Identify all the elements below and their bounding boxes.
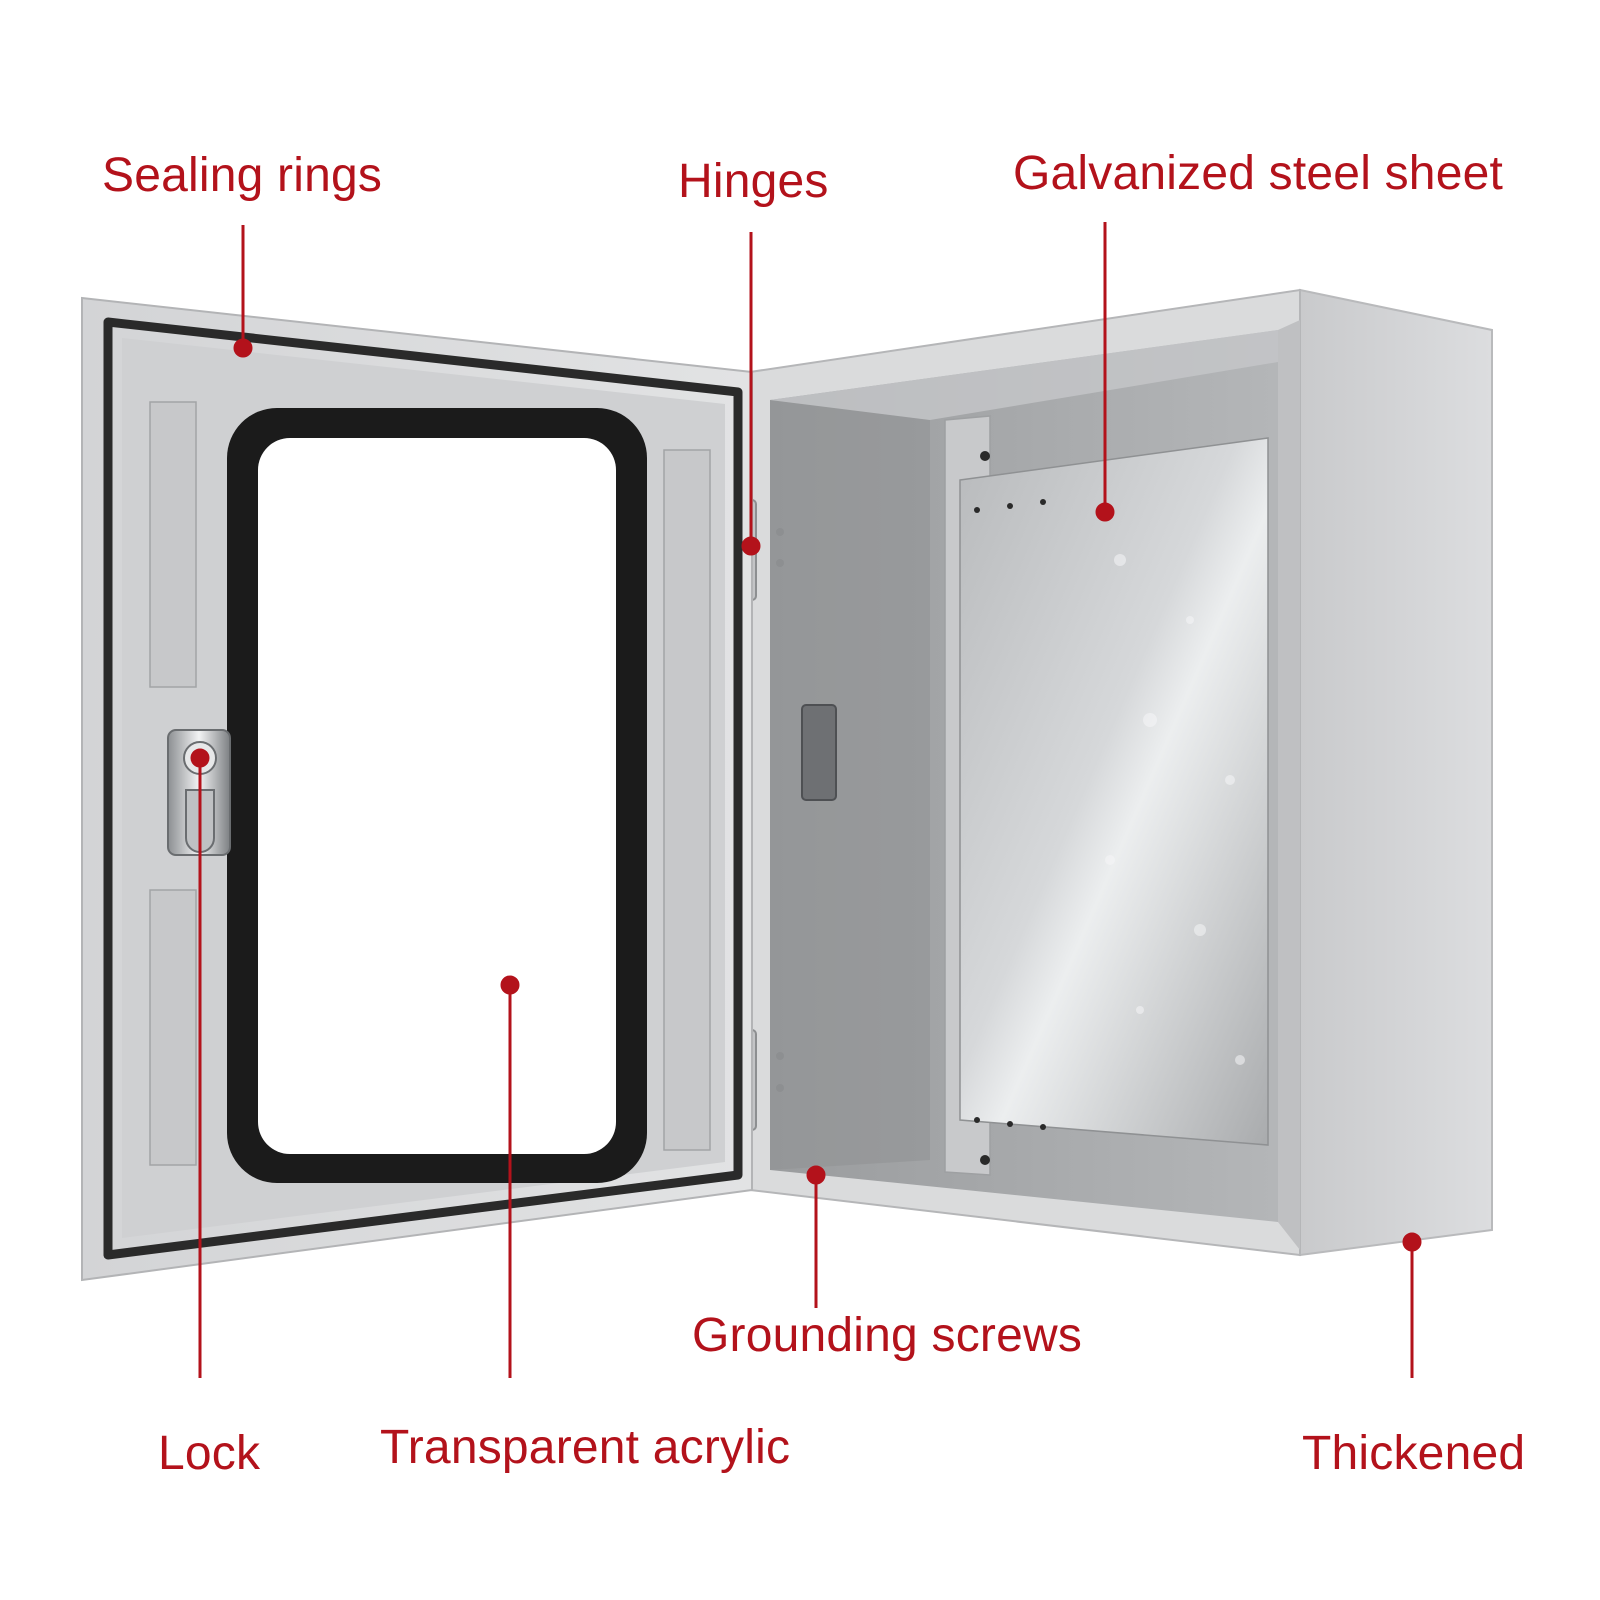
- label-grounding-screws: Grounding screws: [692, 1309, 1083, 1362]
- door-rail-left: [149, 401, 197, 1166]
- mounting-plate: [944, 415, 1269, 1176]
- cabinet-inner-lip: [1278, 320, 1300, 1250]
- door: [81, 296, 753, 1282]
- cabinet-side-wall: [1299, 288, 1493, 1257]
- dot-sealing-rings: [233, 338, 253, 358]
- dot-hinges: [741, 536, 761, 556]
- label-transparent-acrylic: Transparent acrylic: [380, 1421, 791, 1474]
- galvanized-texture: [1105, 554, 1245, 1065]
- acrylic-window: [258, 438, 616, 1154]
- mounting-holes: [974, 451, 1046, 1165]
- door-rail-right: [663, 449, 711, 1151]
- galvanized-plate: [959, 437, 1269, 1146]
- dot-galvanized: [1095, 502, 1115, 522]
- dot-lock: [190, 748, 210, 768]
- label-lock: Lock: [158, 1427, 261, 1480]
- dot-thickened: [1402, 1232, 1422, 1252]
- label-hinges: Hinges: [678, 155, 829, 208]
- label-thickened: Thickened: [1302, 1427, 1526, 1480]
- interior-bracket: [801, 704, 837, 801]
- cabinet-interior-left-wall: [770, 400, 930, 1170]
- dot-grounding: [806, 1165, 826, 1185]
- sealing-ring: [103, 317, 743, 1260]
- label-galvanized-steel-sheet: Galvanized steel sheet: [1013, 147, 1504, 200]
- callout-leaders: [190, 222, 1422, 1378]
- label-sealing-rings: Sealing rings: [102, 149, 383, 202]
- dot-acrylic: [500, 975, 520, 995]
- cabinet-interior-top-wall: [770, 330, 1278, 420]
